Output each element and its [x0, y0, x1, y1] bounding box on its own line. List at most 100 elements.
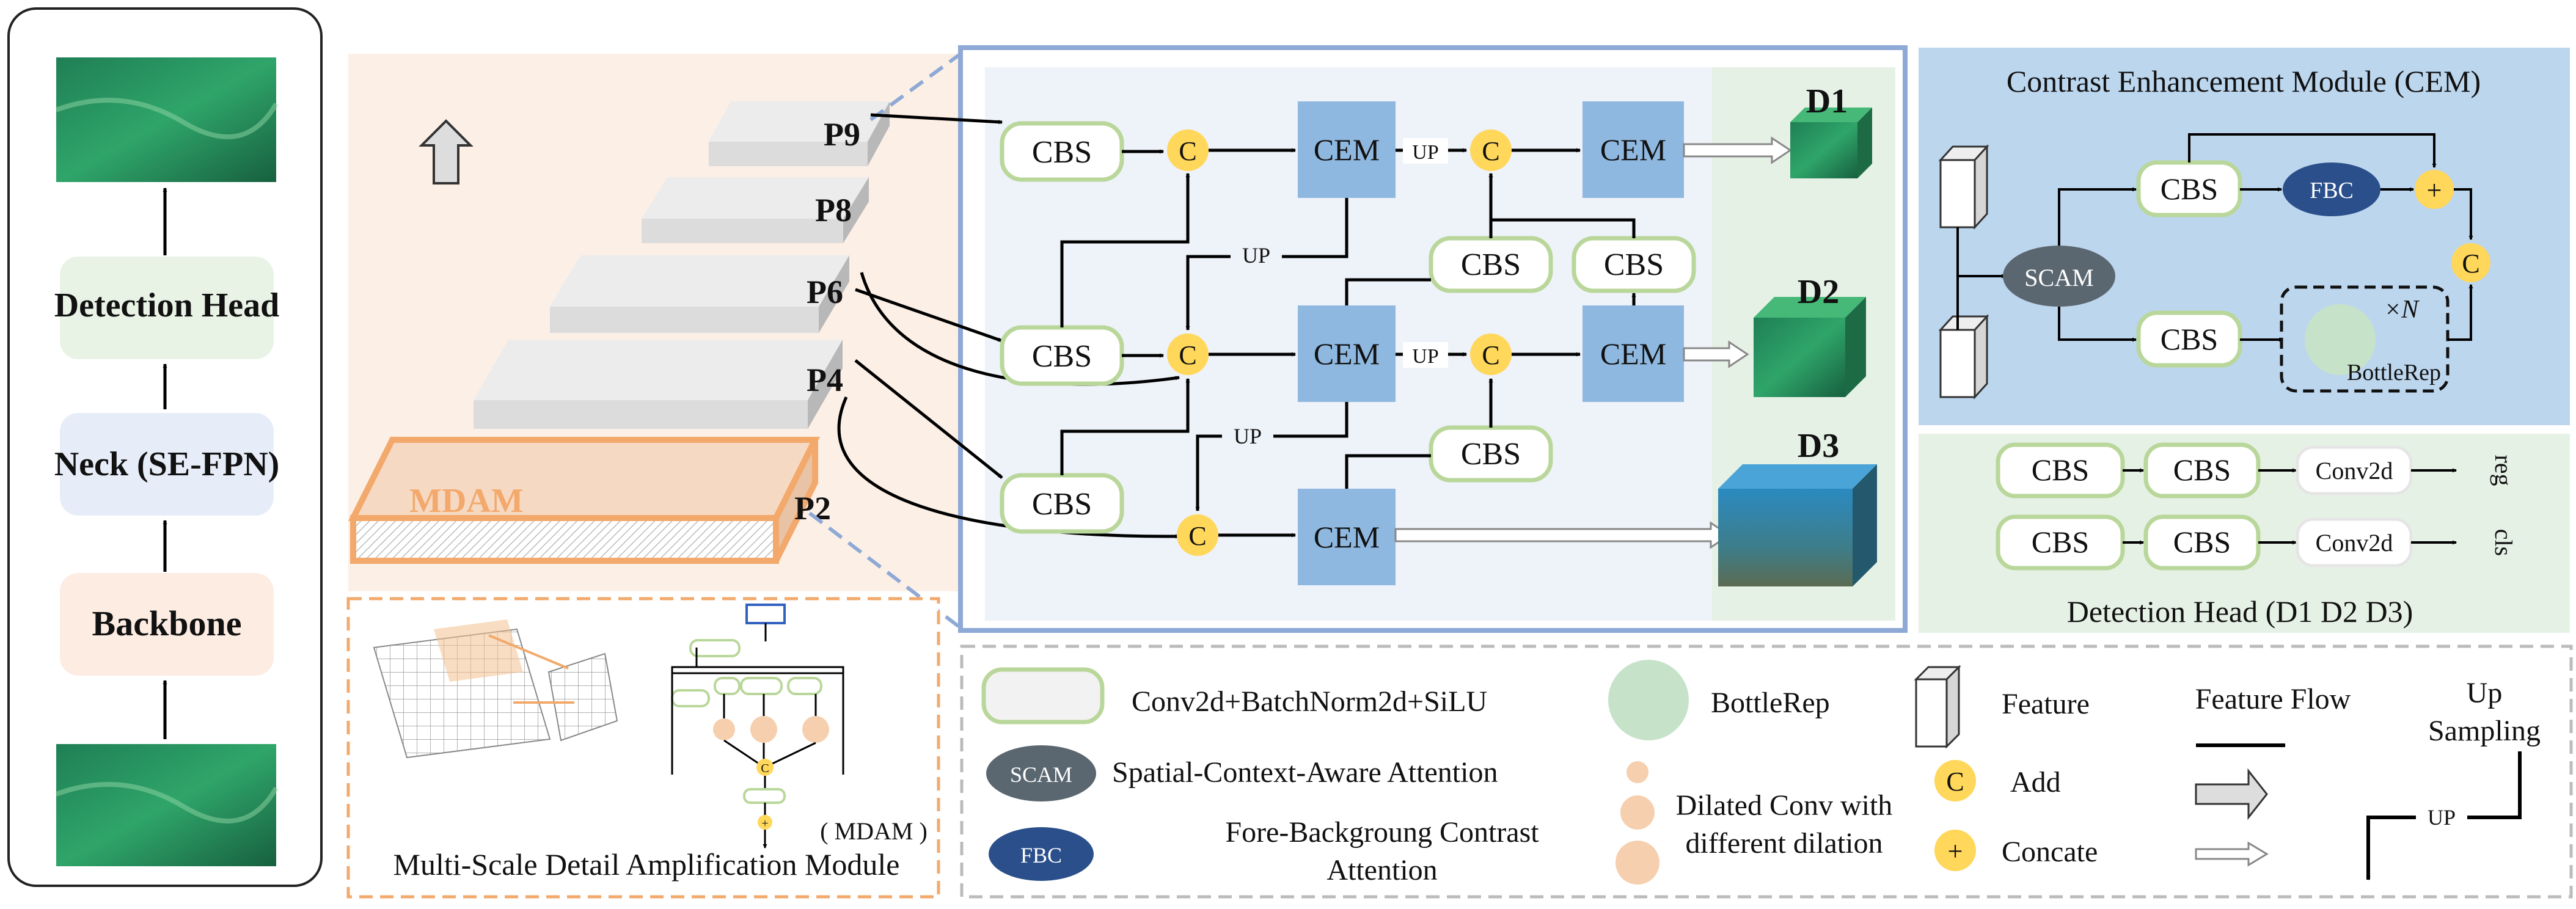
concat-5	[1470, 334, 1512, 375]
times-n-label: ×N	[2384, 296, 2420, 324]
svg-text:CBS: CBS	[1461, 437, 1521, 472]
legend-add: Add	[2010, 766, 2061, 798]
svg-text:CEM: CEM	[1314, 520, 1380, 554]
svg-text:CEM: CEM	[1600, 337, 1666, 371]
svg-text:C: C	[1946, 767, 1964, 797]
cem-concat-node	[2451, 243, 2490, 282]
output-d1	[1790, 108, 1872, 178]
svg-text:CBS: CBS	[2173, 525, 2231, 559]
svg-text:+: +	[2427, 175, 2442, 205]
level-p4: P4	[807, 362, 843, 398]
svg-text:+: +	[1948, 836, 1963, 866]
neck-label: Neck (SE-FPN)	[54, 445, 280, 483]
svg-text:CBS: CBS	[1032, 135, 1092, 170]
legend-upsampling-1: Up	[2467, 677, 2503, 709]
svg-text:C: C	[761, 762, 769, 775]
neck-box	[60, 413, 274, 516]
svg-text:CBS: CBS	[2032, 525, 2090, 559]
level-p6: P6	[807, 274, 843, 310]
legend-concate: Concate	[2002, 836, 2098, 868]
concat-2	[1167, 334, 1209, 375]
cem-module-panel: Contrast Enhancement Module (CEM) SCAM C…	[1919, 48, 2570, 425]
concat-3	[1177, 514, 1218, 556]
cem-module-title: Contrast Enhancement Module (CEM)	[2007, 64, 2481, 98]
svg-text:+: +	[761, 817, 768, 830]
legend-bottlerep: BottleRep	[1711, 687, 1830, 719]
backbone-label: Backbone	[92, 604, 242, 643]
legend-concat-chip	[1934, 760, 1976, 801]
detection-head-panel: CBS CBS Conv2d reg CBS CBS Conv2d cls De…	[1919, 434, 2570, 633]
concat-1	[1167, 130, 1209, 171]
legend-add-chip	[1934, 830, 1976, 871]
svg-text:C: C	[2462, 249, 2479, 279]
cem-4	[1583, 101, 1684, 198]
svg-text:CBS: CBS	[2173, 453, 2231, 487]
svg-text:CBS: CBS	[1461, 247, 1521, 282]
svg-text:C: C	[1482, 136, 1499, 166]
cem-1	[1298, 101, 1396, 198]
bottlerep-label: BottleRep	[2347, 360, 2441, 385]
cem-2	[1298, 305, 1396, 402]
legend-panel: Conv2d+BatchNorm2d+SiLU SCAM Spatial-Con…	[960, 644, 2573, 899]
legend-dilated-2: different dilation	[1685, 827, 1883, 860]
level-p9: P9	[824, 116, 860, 153]
concat-4	[1470, 130, 1512, 171]
cem-5	[1583, 305, 1684, 402]
svg-text:CBS: CBS	[2032, 453, 2090, 487]
svg-text:C: C	[1179, 136, 1196, 166]
cem-add-node	[2415, 170, 2454, 209]
svg-text:CBS: CBS	[1604, 247, 1664, 282]
svg-text:CEM: CEM	[1314, 337, 1380, 371]
up-label-4: UP	[1412, 345, 1438, 368]
svg-text:CBS: CBS	[2161, 172, 2219, 206]
d3-label: D3	[1798, 427, 1839, 465]
svg-text:FBC: FBC	[2310, 178, 2354, 203]
d1-label: D1	[1806, 82, 1848, 120]
legend-upsampling-2: Sampling	[2428, 715, 2541, 747]
detection-head-label: Detection Head	[54, 287, 280, 324]
legend-feature-icon	[1915, 678, 1948, 748]
svg-text:CEM: CEM	[1314, 133, 1380, 167]
legend-up: UP	[2428, 805, 2456, 830]
svg-text:CBS: CBS	[2161, 322, 2219, 356]
svg-text:CBS: CBS	[1032, 487, 1092, 522]
legend-cbs-desc: Conv2d+BatchNorm2d+SiLU	[1132, 685, 1487, 718]
legend-feature: Feature	[2002, 688, 2090, 720]
legend-dilated-1: Dilated Conv with	[1676, 789, 1893, 822]
svg-text:C: C	[1179, 340, 1196, 370]
svg-text:C: C	[1482, 340, 1499, 370]
legend-fbc-desc-1: Fore-Backgroung Contrast	[1225, 816, 1539, 849]
svg-text:SCAM: SCAM	[2024, 264, 2093, 291]
mdam-label: MDAM	[409, 482, 524, 520]
legend-fbc-chip	[989, 827, 1094, 881]
up-arrow-icon	[419, 119, 474, 184]
svg-text:CEM: CEM	[1600, 133, 1666, 167]
up-label-3: UP	[1412, 141, 1438, 164]
reg-label: reg	[2490, 454, 2517, 486]
up-label-1: UP	[1242, 243, 1270, 268]
svg-text:C: C	[1188, 521, 1206, 551]
output-image	[56, 57, 276, 182]
legend-bottlerep-swatch	[1608, 660, 1689, 740]
legend-scam-desc: Spatial-Context-Aware Attention	[1112, 756, 1498, 789]
mdam-module-title: Multi-Scale Detail Amplification Module	[393, 847, 899, 882]
fbc-node	[2283, 162, 2380, 216]
scam-node	[2003, 246, 2115, 307]
svg-text:CBS: CBS	[1032, 339, 1092, 374]
svg-text:Conv2d: Conv2d	[2316, 529, 2393, 557]
legend-feature-flow: Feature Flow	[2195, 683, 2351, 715]
detection-head-box	[60, 257, 274, 359]
mdam-module-panel: C + ( MDAM ) Multi-Scale Detail Amplific…	[346, 597, 940, 899]
legend-scam-chip	[986, 745, 1096, 801]
up-label-2: UP	[1234, 424, 1262, 448]
backbone-box	[60, 573, 274, 676]
output-d3	[1718, 464, 1877, 586]
level-p8: P8	[815, 192, 852, 228]
fpn-panel: CBS CBS CBS CBS CBS CBS CEM CEM CEM CEM …	[837, 45, 1908, 633]
svg-text:Conv2d: Conv2d	[2316, 457, 2393, 484]
output-d2	[1754, 297, 1866, 397]
detection-head-title: Detection Head (D1 D2 D3)	[2067, 594, 2413, 629]
pipeline-panel: Detection Head Neck (SE-FPN) Backbone	[7, 7, 323, 887]
mdam-stack-region: MDAM P9 P8 P6 P4 P2	[348, 54, 959, 591]
